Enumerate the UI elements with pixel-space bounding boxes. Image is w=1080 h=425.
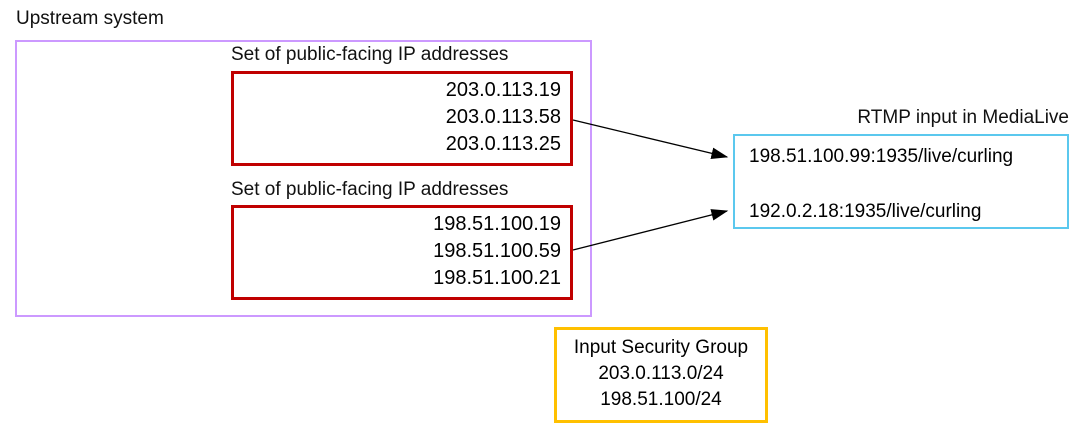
rtmp-endpoint: 192.0.2.18:1935/live/curling — [749, 201, 982, 222]
ip-address: 203.0.113.25 — [445, 133, 561, 155]
ip-set-2-box: 198.51.100.19 198.51.100.59 198.51.100.2… — [231, 205, 573, 300]
upstream-system-label: Upstream system — [16, 8, 164, 29]
ip-address: 203.0.113.58 — [445, 106, 561, 128]
ip-address: 198.51.100.59 — [433, 240, 561, 262]
ip-address: 198.51.100.19 — [433, 213, 561, 235]
ip-set-1-box: 203.0.113.19 203.0.113.58 203.0.113.25 — [231, 71, 573, 166]
input-security-group-title: Input Security Group — [573, 337, 749, 358]
input-security-group-box: Input Security Group 203.0.113.0/24 198.… — [554, 327, 768, 423]
rtmp-input-title: RTMP input in MediaLive — [857, 107, 1069, 128]
rtmp-input-box: 198.51.100.99:1935/live/curling 192.0.2.… — [733, 134, 1069, 229]
ip-set-1-title: Set of public-facing IP addresses — [231, 44, 509, 65]
ip-address: 198.51.100.21 — [433, 267, 561, 289]
ip-address: 203.0.113.19 — [445, 79, 561, 101]
ip-set-2-title: Set of public-facing IP addresses — [231, 179, 509, 200]
arrow-ipset2-to-rtmp — [572, 209, 729, 251]
upstream-system-box — [15, 40, 592, 317]
security-group-cidr: 203.0.113.0/24 — [598, 363, 724, 384]
arrow-ipset1-to-rtmp — [572, 119, 729, 160]
rtmp-endpoint: 198.51.100.99:1935/live/curling — [749, 146, 1014, 167]
security-group-cidr: 198.51.100/24 — [600, 389, 722, 410]
